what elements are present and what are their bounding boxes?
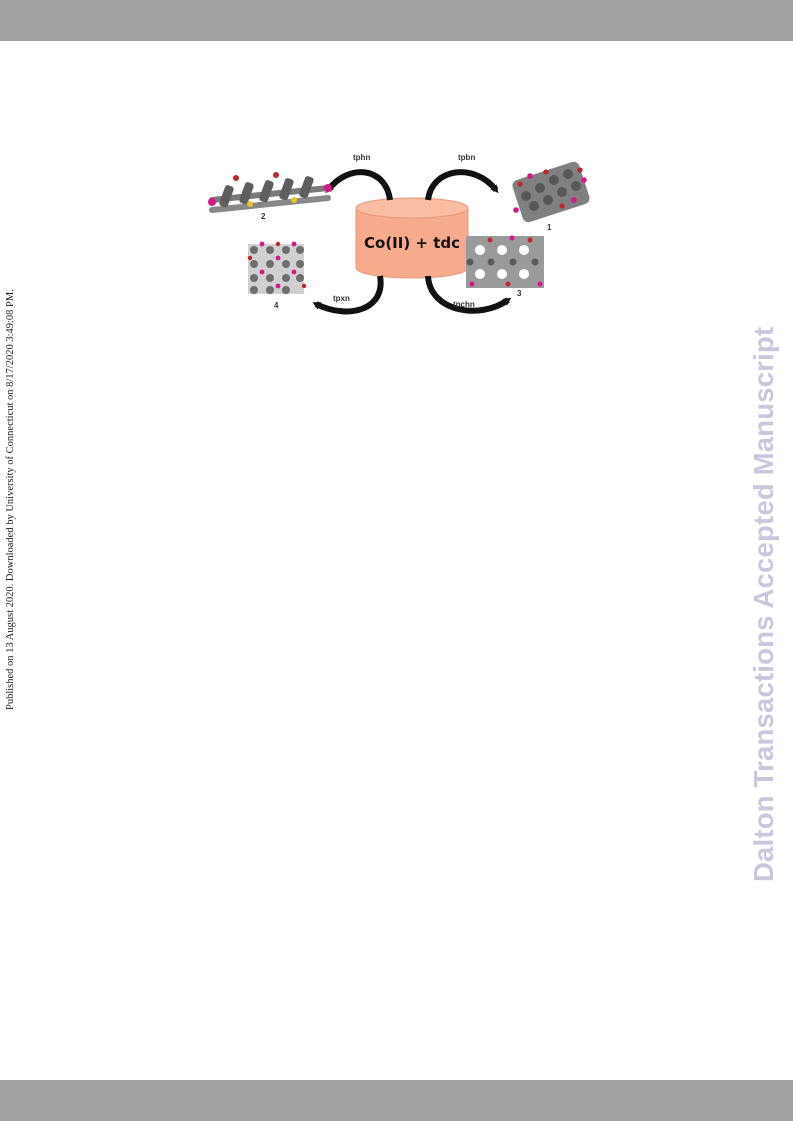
crystal-structure-2 [208,172,332,213]
cobalt-cylinder: Co(II) + tdc [355,197,469,279]
ligand-label-tpchn: tpchn [453,300,475,309]
journal-watermark: Dalton Transactions Accepted Manuscript [748,326,779,882]
compound-label-1: 1 [547,223,552,232]
arrow-tphn [325,169,393,201]
compound-label-2: 2 [261,212,266,221]
footer-band [0,1080,793,1121]
reaction-scheme-figure: Co(II) + tdc tphn tpbn tpxn tpchn [190,140,600,340]
center-label: Co(II) + tdc [364,234,460,252]
arrow-tpchn [425,275,512,314]
scheme-graphic: Co(II) + tdc tphn tpbn tpxn tpchn [208,153,590,315]
compound-label-4: 4 [274,301,279,310]
crystal-structure-4 [247,241,307,294]
crystal-structure-3 [466,235,544,288]
header-band [0,0,793,41]
ligand-label-tphn: tphn [353,153,370,162]
arrow-tpxn [312,275,384,315]
arrow-tpbn [425,169,499,201]
ligand-label-tpbn: tpbn [458,153,475,162]
compound-label-3: 3 [517,289,522,298]
published-note: Published on 13 August 2020. Downloaded … [5,289,16,710]
crystal-structure-1 [512,161,590,223]
ligand-label-tpxn: tpxn [333,294,350,303]
